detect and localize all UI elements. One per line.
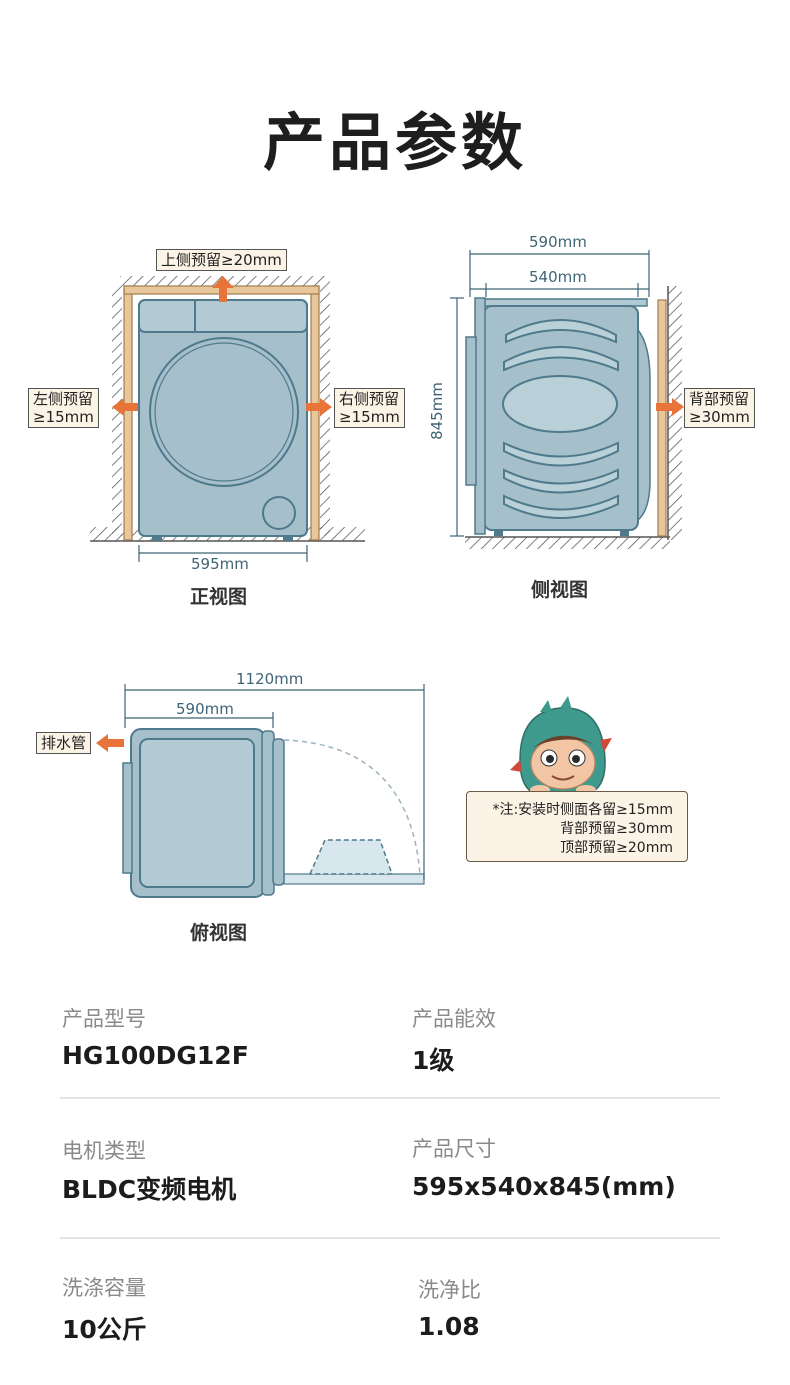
side-height-dimension: 845mm: [427, 382, 446, 440]
door-open-depth-dimension: 1120mm: [236, 670, 304, 688]
side-view-diagram: [450, 250, 684, 549]
spec-model-value: HG100DG12F: [62, 1041, 249, 1070]
right-clearance-label: 右侧预留 ≥15mm: [334, 388, 405, 428]
spec-wash-ratio-label: 洗净比: [418, 1278, 481, 1302]
drain-pipe-label: 排水管: [36, 732, 92, 754]
spec-wash-ratio-value: 1.08: [418, 1312, 480, 1341]
back-clearance-line1: 背部预留: [689, 390, 750, 408]
right-clearance-line2: ≥15mm: [339, 408, 400, 426]
spec-motor-label: 电机类型: [62, 1139, 146, 1163]
spec-efficiency-label: 产品能效: [412, 1007, 496, 1031]
spec-efficiency-value: 1级: [412, 1046, 455, 1075]
front-view-diagram: [90, 276, 365, 562]
mascot-illustration: [510, 696, 612, 796]
top-clearance-label: 上侧预留≥20mm: [156, 249, 287, 271]
spec-divider-1: [60, 1097, 720, 1099]
right-clearance-line1: 右侧预留: [339, 390, 400, 408]
front-width-dimension: 595mm: [191, 555, 249, 573]
back-clearance-label: 背部预留 ≥30mm: [684, 388, 755, 428]
side-overall-depth-dimension: 590mm: [529, 233, 587, 251]
top-view-diagram: [96, 684, 425, 898]
left-clearance-line1: 左侧预留: [33, 390, 94, 408]
side-body-depth-dimension: 540mm: [529, 268, 587, 286]
dimension-diagrams: [90, 250, 684, 898]
back-clearance-line2: ≥30mm: [689, 408, 750, 426]
page-title: 产品参数: [262, 106, 527, 179]
side-view-title: 侧视图: [531, 579, 589, 601]
spec-model-label: 产品型号: [62, 1007, 146, 1031]
front-view-title: 正视图: [190, 586, 248, 608]
spec-size-label: 产品尺寸: [412, 1137, 496, 1161]
spec-capacity-value: 10公斤: [62, 1315, 147, 1344]
note-line-1: *注:安装时侧面各留≥15mm: [492, 802, 673, 818]
top-view-title: 俯视图: [190, 922, 248, 944]
spec-size-value: 595x540x845(mm): [412, 1172, 676, 1201]
spec-capacity-label: 洗涤容量: [62, 1276, 146, 1300]
note-line-3: 顶部预留≥20mm: [560, 840, 673, 856]
spec-motor-value: BLDC变频电机: [62, 1175, 237, 1204]
left-clearance-label: 左侧预留 ≥15mm: [28, 388, 99, 428]
note-line-2: 背部预留≥30mm: [560, 821, 673, 837]
installation-note: *注:安装时侧面各留≥15mm 背部预留≥30mm 顶部预留≥20mm: [466, 791, 688, 862]
left-clearance-line2: ≥15mm: [33, 408, 94, 426]
top-depth-dimension: 590mm: [176, 700, 234, 718]
spec-divider-2: [60, 1237, 720, 1239]
